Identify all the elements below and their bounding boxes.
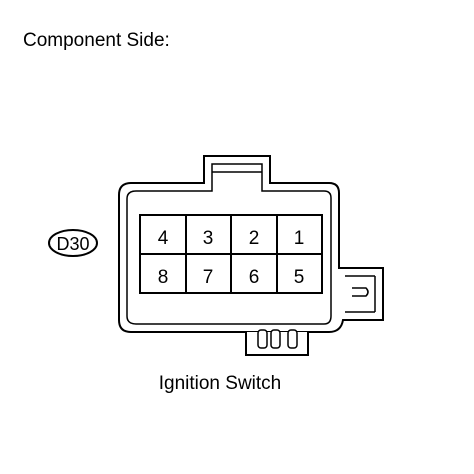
pin-label: 5 <box>294 267 305 288</box>
connector-code-badge: D30 <box>48 229 98 257</box>
connector-code-label: D30 <box>56 234 89 254</box>
component-side-heading: Component Side: <box>23 30 170 51</box>
connector-caption: Ignition Switch <box>158 373 282 394</box>
side-latch <box>345 275 376 313</box>
pin-label: 8 <box>158 267 169 288</box>
pin-row-bottom: 8 7 6 5 <box>158 267 305 288</box>
pin-row-top: 4 3 2 1 <box>158 228 305 249</box>
pin-label: 3 <box>203 228 214 249</box>
pin-label: 2 <box>249 228 260 249</box>
pin-label: 4 <box>158 228 169 249</box>
pin-label: 7 <box>203 267 214 288</box>
pin-label: 6 <box>249 267 260 288</box>
pin-label: 1 <box>294 228 305 249</box>
bottom-latch <box>245 329 309 356</box>
connector-housing-inner <box>126 163 332 325</box>
